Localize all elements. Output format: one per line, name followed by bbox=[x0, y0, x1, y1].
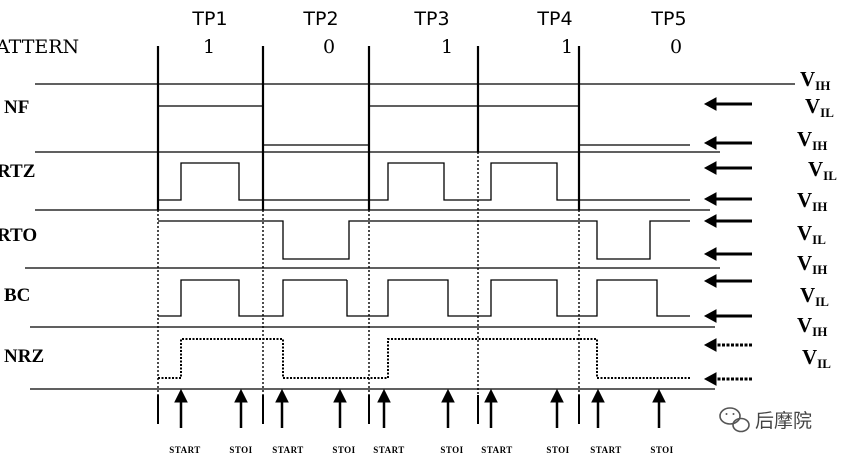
left-arrow-icon bbox=[703, 372, 752, 386]
watermark: 后摩院 bbox=[719, 407, 812, 433]
voltage-label-vil: VIL bbox=[797, 221, 826, 247]
voltage-label-vih: VIH bbox=[797, 127, 827, 153]
start-label: START bbox=[169, 445, 201, 455]
voltage-label-vil: VIL bbox=[802, 345, 831, 371]
timing-point-headers: TP1 TP2 TP3 TP4 TP5 bbox=[191, 8, 686, 30]
voltage-label-vil: VIL bbox=[808, 157, 837, 183]
pattern-label: ATTERN bbox=[0, 36, 79, 58]
voltage-label-vil: VIL bbox=[805, 94, 834, 120]
row-label-nrz: NRZ bbox=[4, 346, 44, 367]
level-arrows bbox=[703, 97, 752, 386]
tp-label-5: TP5 bbox=[650, 8, 686, 30]
up-arrow-icon bbox=[652, 388, 666, 428]
start-label: START bbox=[373, 445, 405, 455]
up-arrow-icon bbox=[275, 388, 289, 428]
waveform-rtz bbox=[158, 162, 690, 201]
start-label: START bbox=[590, 445, 622, 455]
up-arrow-icon bbox=[550, 388, 564, 428]
period-boundaries bbox=[156, 46, 581, 424]
left-arrow-icon bbox=[703, 161, 752, 175]
row-label-rtz: RTZ bbox=[0, 161, 35, 182]
strobe-labels: START STOI START STOI START STOI START S… bbox=[169, 445, 673, 455]
pattern-value-4: 1 bbox=[561, 36, 573, 58]
up-arrow-icon bbox=[591, 388, 605, 428]
left-arrow-icon bbox=[703, 338, 752, 352]
waveform-nrz bbox=[158, 338, 690, 379]
up-arrow-icon bbox=[234, 388, 248, 428]
stop-label: STOI bbox=[440, 445, 463, 455]
wechat-icon bbox=[719, 407, 750, 433]
waveforms bbox=[158, 105, 690, 379]
up-arrow-icon bbox=[377, 388, 391, 428]
voltage-label-vil: VIL bbox=[800, 283, 829, 309]
pattern-value-3: 1 bbox=[441, 36, 453, 58]
tp-label-2: TP2 bbox=[302, 8, 338, 30]
pattern-row: ATTERN 1 0 1 1 0 bbox=[0, 36, 682, 58]
left-arrow-icon bbox=[703, 136, 752, 150]
stop-label: STOI bbox=[546, 445, 569, 455]
row-separators bbox=[25, 83, 795, 390]
stop-label: STOI bbox=[650, 445, 673, 455]
row-label-rto: RTO bbox=[0, 225, 37, 246]
up-arrow-icon bbox=[484, 388, 498, 428]
pattern-value-5: 0 bbox=[670, 36, 682, 58]
up-arrow-icon bbox=[441, 388, 455, 428]
tp-label-1: TP1 bbox=[191, 8, 227, 30]
left-arrow-icon bbox=[703, 247, 752, 261]
voltage-label-vih: VIH bbox=[797, 251, 827, 277]
left-arrow-icon bbox=[703, 274, 752, 288]
row-label-nf: NF bbox=[4, 97, 29, 118]
start-label: START bbox=[481, 445, 513, 455]
pattern-value-1: 1 bbox=[203, 36, 215, 58]
left-arrow-icon bbox=[703, 97, 752, 111]
left-arrow-icon bbox=[703, 214, 752, 228]
waveform-rto bbox=[158, 220, 690, 260]
stop-label: STOI bbox=[229, 445, 252, 455]
tp-label-3: TP3 bbox=[413, 8, 449, 30]
voltage-label-vih: VIH bbox=[797, 188, 827, 214]
voltage-label-vih: VIH bbox=[800, 67, 830, 93]
strobe-arrows bbox=[174, 388, 666, 428]
left-arrow-icon bbox=[703, 309, 752, 323]
voltage-labels: VIH VIL VIH VIL VIH VIL VIH VIL VIH VIL bbox=[797, 67, 837, 371]
left-arrow-icon bbox=[703, 192, 752, 206]
stop-label: STOI bbox=[332, 445, 355, 455]
row-labels: NF RTZ RTO BC NRZ bbox=[0, 97, 44, 367]
waveform-bc bbox=[158, 279, 690, 317]
waveform-nf bbox=[158, 105, 690, 146]
voltage-label-vih: VIH bbox=[797, 313, 827, 339]
up-arrow-icon bbox=[174, 388, 188, 428]
start-label: START bbox=[272, 445, 304, 455]
pattern-value-2: 0 bbox=[323, 36, 335, 58]
row-label-bc: BC bbox=[4, 285, 30, 306]
tp-label-4: TP4 bbox=[536, 8, 572, 30]
watermark-text: 后摩院 bbox=[755, 410, 812, 432]
up-arrow-icon bbox=[333, 388, 347, 428]
